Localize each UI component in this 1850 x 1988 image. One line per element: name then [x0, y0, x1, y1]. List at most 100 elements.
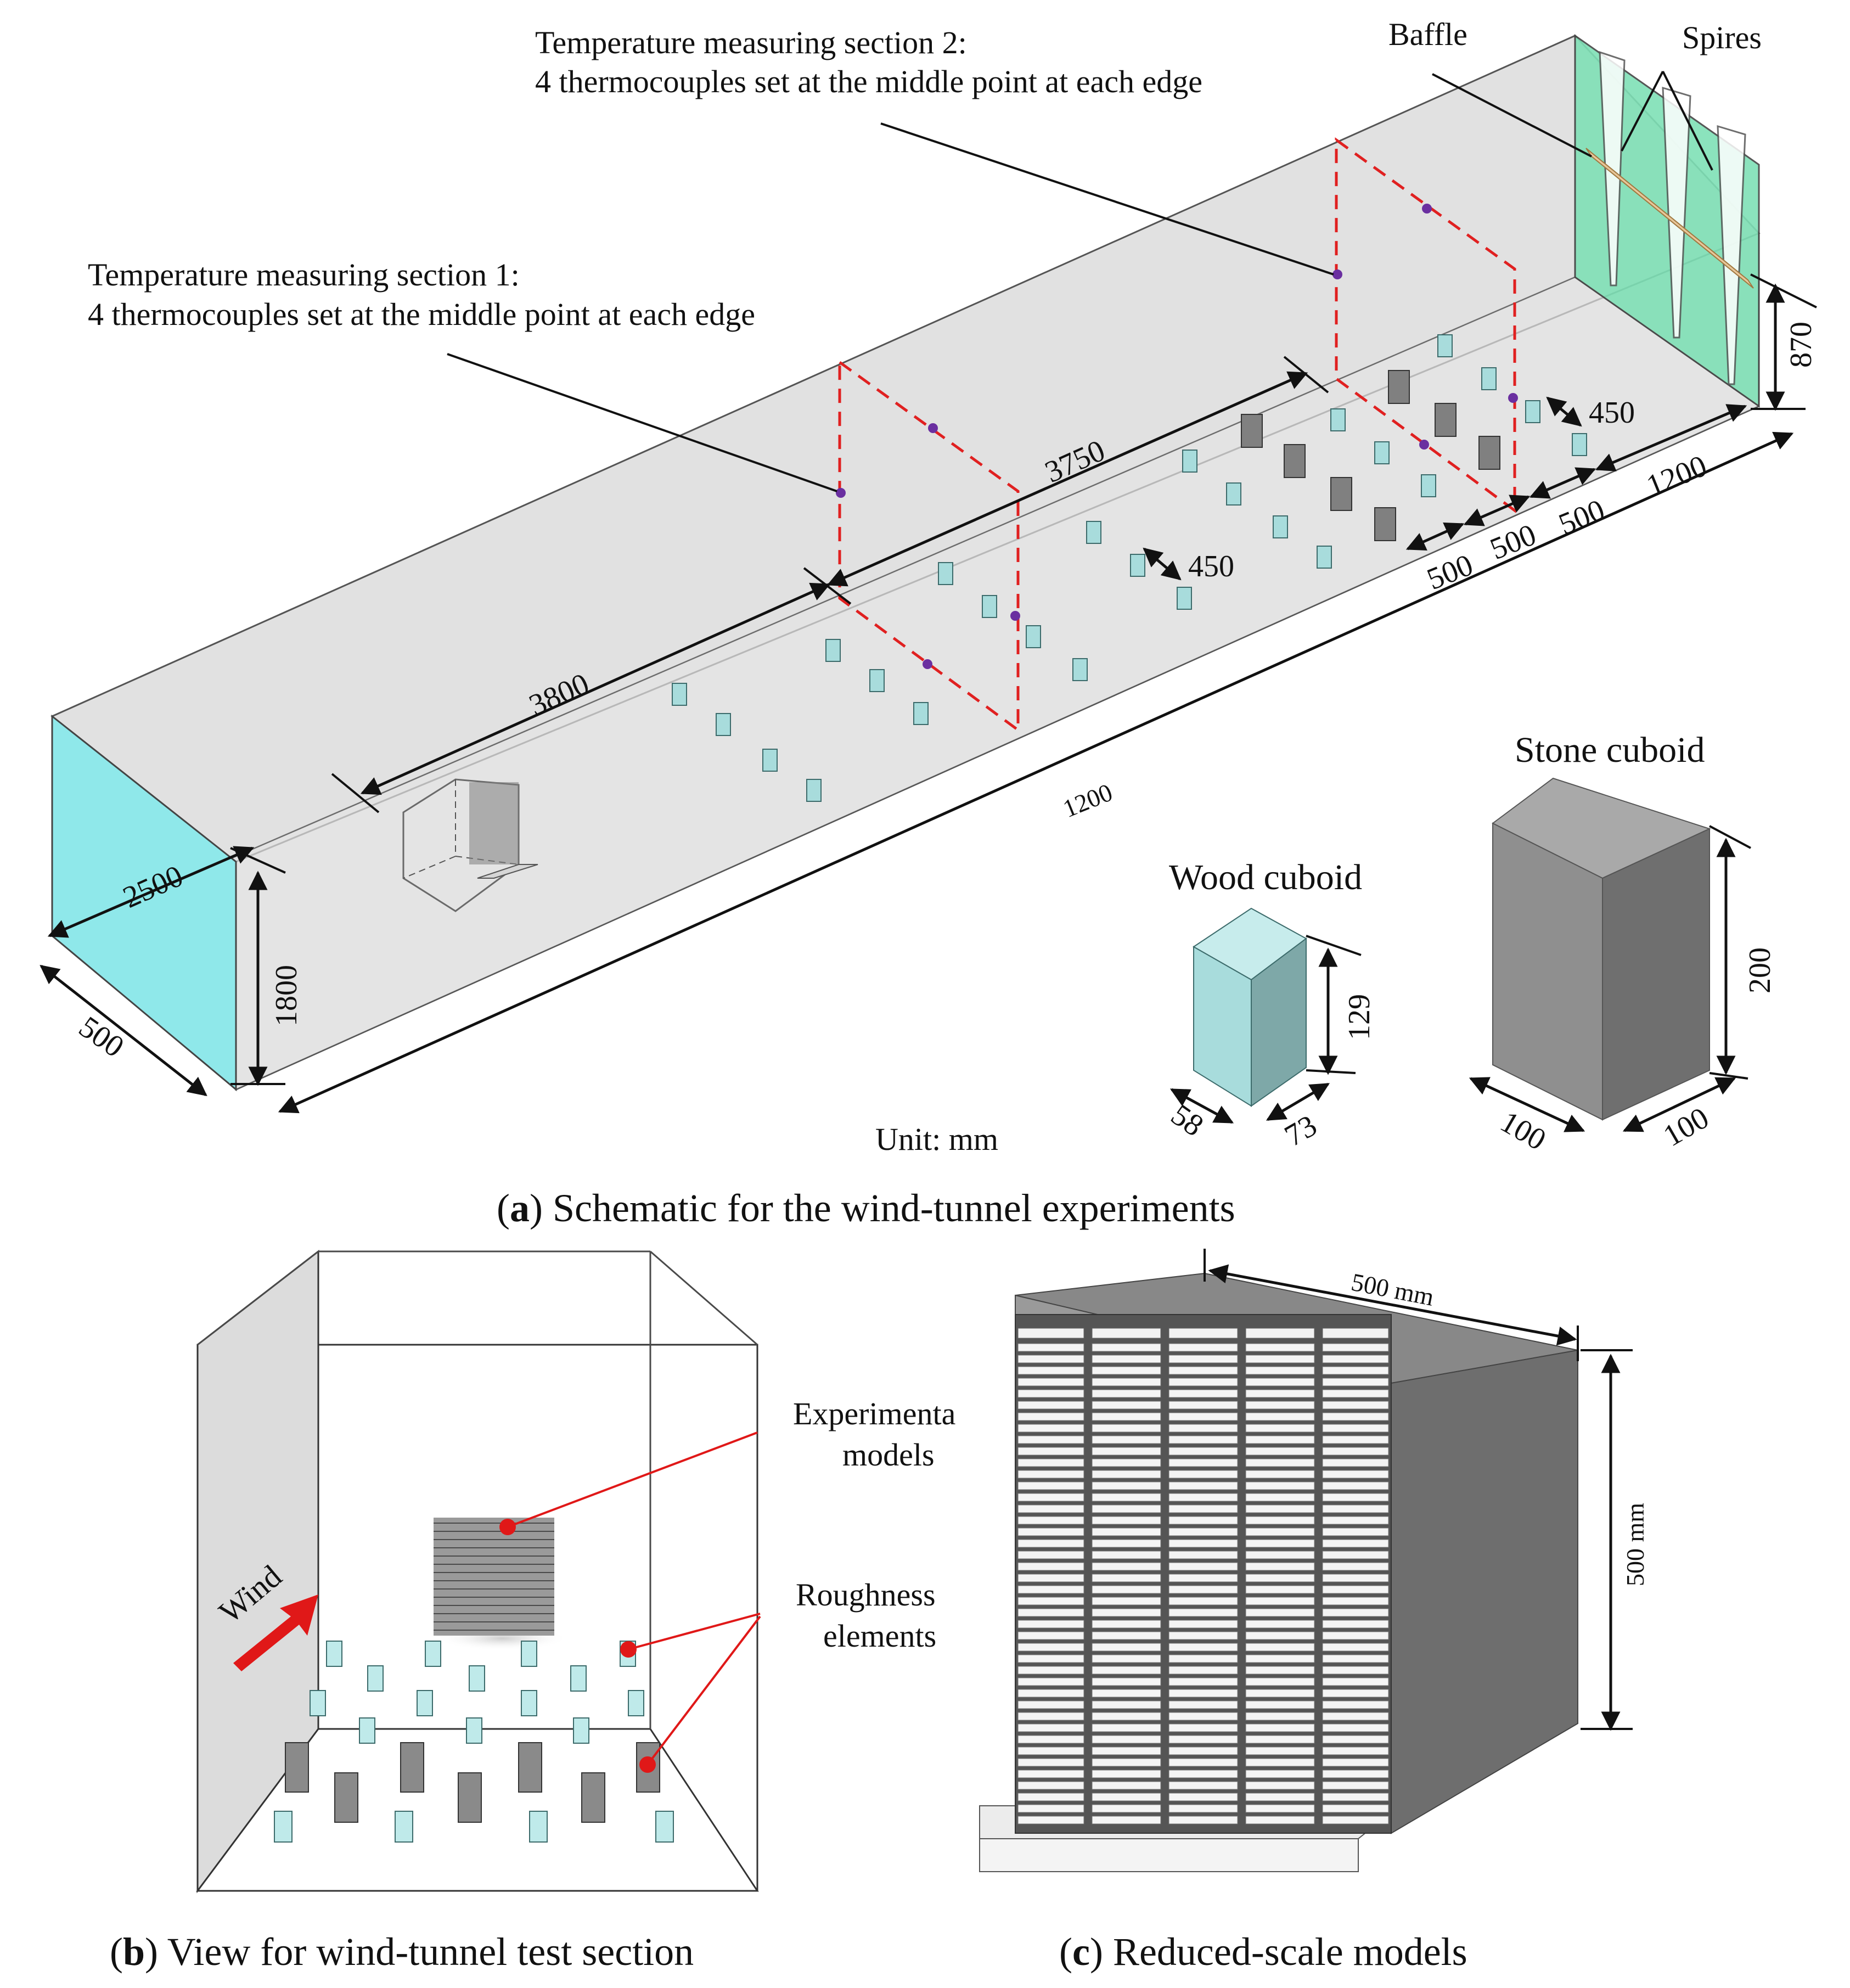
model-slat [1017, 1620, 1084, 1628]
dimension-lines [40, 273, 1817, 1114]
model-slat [1017, 1781, 1084, 1790]
model-slat [1168, 1412, 1238, 1421]
model-slat [1017, 1401, 1084, 1409]
model-slat [1017, 1793, 1084, 1801]
model-slat [1168, 1804, 1238, 1813]
model-slat [1168, 1504, 1238, 1513]
model-slat [1245, 1481, 1315, 1490]
model-slat [1168, 1735, 1238, 1744]
model-slat [1245, 1643, 1315, 1652]
model-slat [1017, 1424, 1084, 1433]
panel-c: 500 mm 500 mm (c) Reduced-scale models [979, 1249, 1649, 1974]
model-slat [1322, 1378, 1389, 1386]
model-slat [1168, 1424, 1238, 1433]
wood-height: 129 [1342, 994, 1376, 1040]
model-slat [1322, 1585, 1389, 1594]
model-slat [1092, 1712, 1161, 1721]
model-slat [1092, 1793, 1161, 1801]
model-slat [1322, 1804, 1389, 1813]
model-slat [1322, 1527, 1389, 1536]
model-slat [1017, 1608, 1084, 1617]
model-right [1391, 1349, 1578, 1834]
panel-b: Wind Experimenta models Roughness [110, 1249, 955, 1974]
model-slat [1245, 1343, 1315, 1352]
dim-450-lower: 450 [1188, 549, 1234, 583]
model-slat [1322, 1516, 1389, 1525]
model-slat [1245, 1816, 1315, 1824]
model-slat [1092, 1781, 1161, 1790]
panel-a: Temperature measuring section 2: 4 therm… [40, 16, 1818, 1230]
wind-arrow [233, 1594, 318, 1671]
model-slat [1168, 1689, 1238, 1698]
model-slat [1168, 1539, 1238, 1548]
model-slat [1017, 1389, 1084, 1398]
model-slat [1017, 1355, 1084, 1363]
stone-cuboid-title: Stone cuboid [1515, 730, 1705, 770]
model-slat [1017, 1562, 1084, 1571]
model-slat [1092, 1597, 1161, 1605]
model-slat [1017, 1574, 1084, 1582]
model-slat [1322, 1481, 1389, 1490]
model-slat [1245, 1793, 1315, 1801]
model-slat [1092, 1366, 1161, 1375]
model-slat [1322, 1504, 1389, 1513]
model-slat [1092, 1746, 1161, 1755]
model-slat [1245, 1781, 1315, 1790]
model-slat [1245, 1401, 1315, 1409]
model-slat [1245, 1539, 1315, 1548]
model-slat [1092, 1608, 1161, 1617]
model-slat [1017, 1470, 1084, 1479]
roughness-leader-1 [628, 1613, 761, 1650]
model-slat [1017, 1551, 1084, 1559]
wood-cuboid [1193, 907, 1307, 1107]
model-slat [1168, 1758, 1238, 1767]
model-slat [1092, 1816, 1161, 1824]
roughness-label-line2: elements [823, 1618, 936, 1654]
model-slat [1092, 1804, 1161, 1813]
model-slat [1245, 1493, 1315, 1502]
model-slat [1245, 1574, 1315, 1582]
model-slat [1092, 1458, 1161, 1467]
caption-b-letter: b [123, 1930, 145, 1974]
dim-500-c: 500 [1422, 548, 1478, 597]
section1-leader [447, 353, 837, 492]
section2-label-line1: Temperature measuring section 2: [535, 25, 967, 60]
model-slat [1017, 1758, 1084, 1767]
model-slat [1092, 1355, 1161, 1363]
model-slat [1245, 1631, 1315, 1640]
model-slat [1168, 1366, 1238, 1375]
model-slat [1168, 1551, 1238, 1559]
model-slat [1322, 1355, 1389, 1363]
model-slat [1017, 1412, 1084, 1421]
model-slat [1092, 1654, 1161, 1663]
model-slat [1092, 1401, 1161, 1409]
model-slat [1017, 1458, 1084, 1467]
model-slat [1092, 1620, 1161, 1628]
model-slat [1245, 1447, 1315, 1456]
model-slat [1245, 1389, 1315, 1398]
model-slat [1322, 1689, 1389, 1698]
model-slat [1017, 1366, 1084, 1375]
model-slat [1168, 1666, 1238, 1675]
model-slat [1322, 1493, 1389, 1502]
model-slat [1092, 1666, 1161, 1675]
model-slat [1168, 1677, 1238, 1686]
model-slat [1092, 1504, 1161, 1513]
model-slat [1092, 1424, 1161, 1433]
caption-b-text: View for wind-tunnel test section [167, 1930, 694, 1974]
model-slat [1322, 1700, 1389, 1709]
model-base-front [979, 1838, 1359, 1872]
model-slat [1168, 1700, 1238, 1709]
model-slat [1092, 1700, 1161, 1709]
model-slat [1017, 1435, 1084, 1444]
model-slat [1092, 1770, 1161, 1778]
model-slat [1322, 1735, 1389, 1744]
model-slat [1245, 1677, 1315, 1686]
model-slat [1017, 1527, 1084, 1536]
model-slat [1017, 1504, 1084, 1513]
model-slat [1322, 1654, 1389, 1663]
baffle [1585, 148, 1754, 289]
model-slat [1168, 1770, 1238, 1778]
dim-1200-right: 1200 [1642, 449, 1712, 503]
model-slat [1092, 1551, 1161, 1559]
